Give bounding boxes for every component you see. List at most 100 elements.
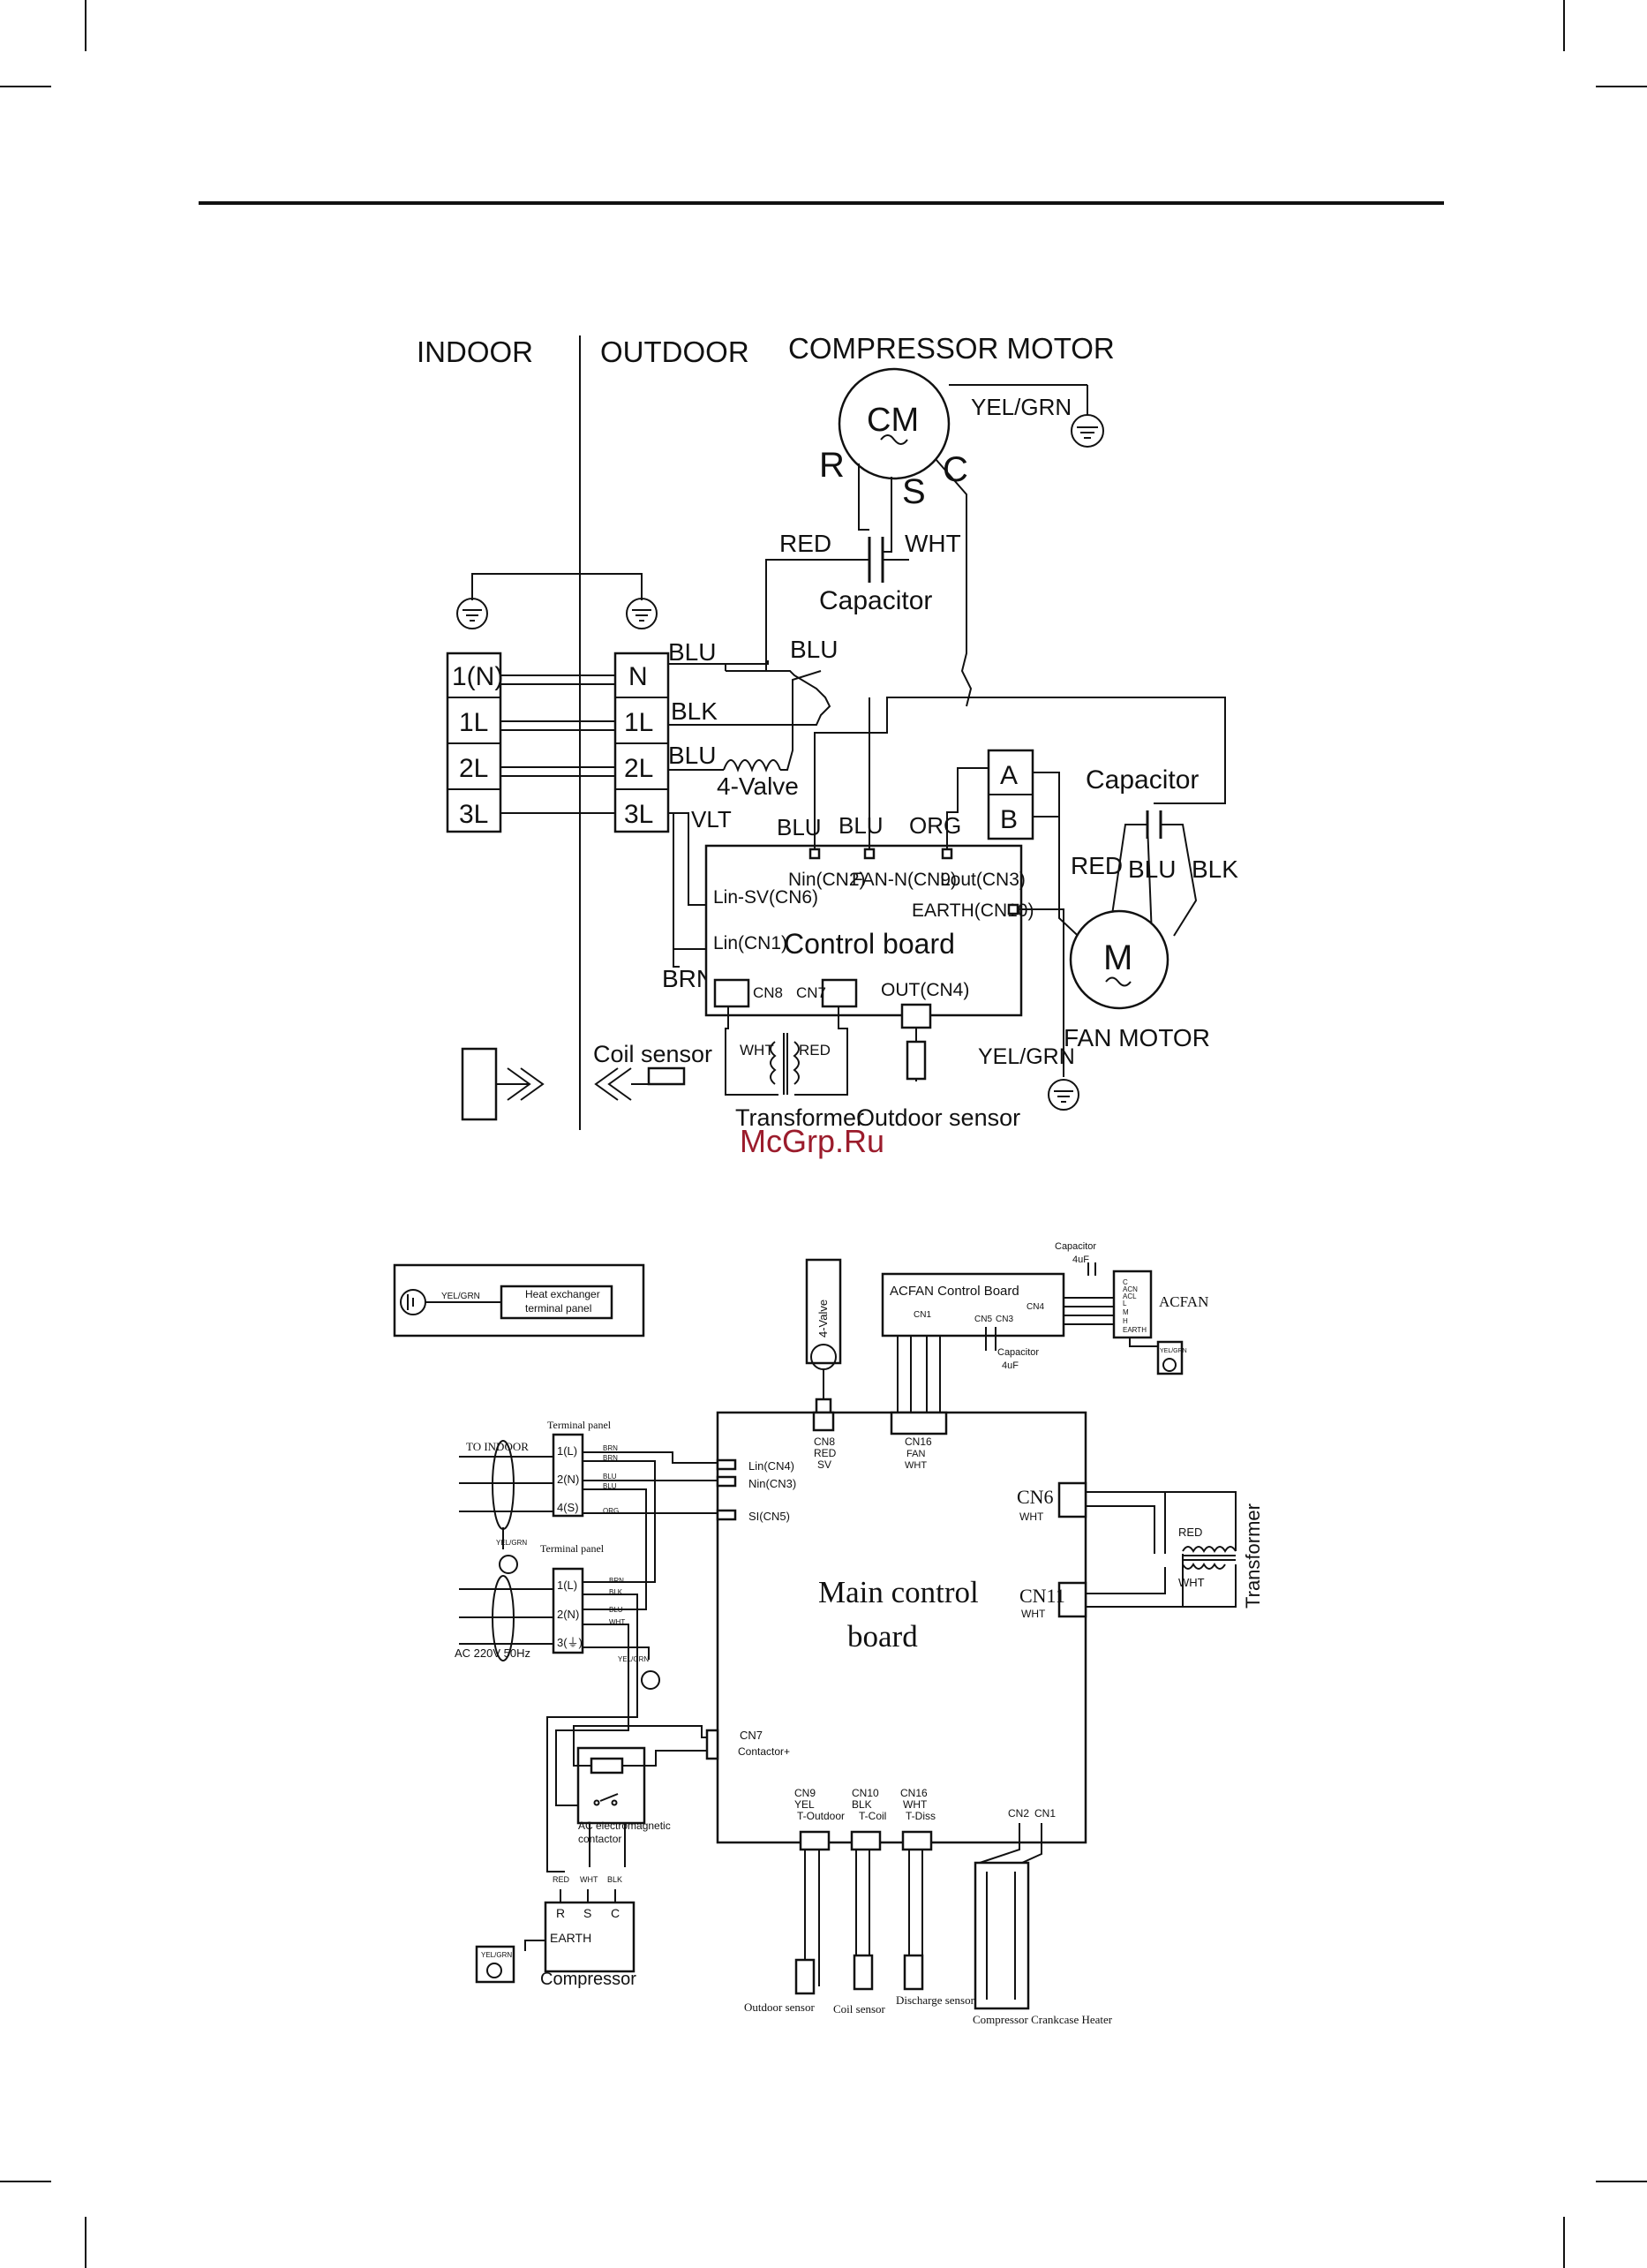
acfan-yelgrn: YEL/GRN xyxy=(1160,1348,1187,1354)
cn9-label: CN9 xyxy=(794,1787,816,1799)
org-label: ORG xyxy=(909,812,961,839)
transformer-red-label: RED xyxy=(799,1042,831,1059)
cn2-label: CN2 xyxy=(1008,1807,1029,1820)
cn9-t-label: T-Outdoor xyxy=(797,1810,845,1822)
crankcase-heater xyxy=(974,1861,1030,2010)
cn8-2-label: CN8 xyxy=(814,1435,835,1448)
blk-label-1: BLK xyxy=(671,697,718,725)
blu-label-3: BLU xyxy=(668,742,716,769)
watermark: McGrp.Ru xyxy=(740,1123,884,1159)
lin-sv-cn6-label: Lin-SV(CN6) xyxy=(713,887,818,908)
compressor-motor-symbol xyxy=(838,367,951,480)
main-control-board xyxy=(716,1411,1087,1844)
nin-cn3-label: Nin(CN3) xyxy=(748,1477,796,1490)
fan-capacitor-label: Capacitor xyxy=(1086,765,1199,795)
acfan-pin-m: M xyxy=(1123,1308,1129,1316)
tp2-color-blk: BLK xyxy=(609,1588,623,1596)
main-board-label-1: Main control xyxy=(818,1575,979,1609)
acfan-cn3-label: CN3 xyxy=(996,1315,1013,1324)
acfan-pin-acn: ACN xyxy=(1123,1285,1138,1293)
acfan-pin-earth: EARTH xyxy=(1123,1326,1147,1334)
transformer-label: Transformer xyxy=(735,1104,864,1131)
four-valve-2-label: 4-Valve xyxy=(816,1300,830,1337)
outdoor-terminal-block: N 1L 2L 3L xyxy=(613,652,670,833)
outdoor-terminal-n: N xyxy=(628,662,648,691)
coil-sensor-2-label: Coil sensor xyxy=(833,2002,886,2016)
indoor-unit-block xyxy=(461,1047,498,1121)
cn8-sv-label: SV xyxy=(817,1458,831,1471)
legend-line-1: Heat exchanger xyxy=(525,1288,600,1300)
tp1-color-brn-1: BRN xyxy=(603,1444,618,1452)
cn7-2-label: CN7 xyxy=(740,1729,763,1742)
cn11-wht-label: WHT xyxy=(1021,1608,1046,1620)
acfan-cn5-label: CN5 xyxy=(974,1315,992,1324)
outdoor-sensor-2-label: Outdoor sensor xyxy=(744,2001,815,2014)
main-board-label-2: board xyxy=(847,1619,918,1654)
terminal-panel-2-label: Terminal panel xyxy=(540,1542,605,1555)
acfan-motor-block xyxy=(1112,1270,1153,1339)
yel-grn-bottom-label: YEL/GRN xyxy=(978,1044,1075,1069)
terminal-panel-1-label: Terminal panel xyxy=(547,1419,612,1431)
crankcase-heater-label: Compressor Crankcase Heater xyxy=(973,2013,1113,2026)
acfan-capacitor-label: Capacitor xyxy=(1055,1241,1096,1252)
yel-grn-top-label: YEL/GRN xyxy=(971,394,1072,420)
ground-icon xyxy=(626,598,658,629)
terminal-panel-1 xyxy=(552,1433,584,1518)
tp2-term-1l: 1(L) xyxy=(557,1579,577,1592)
outdoor-sensor-probe xyxy=(906,1040,927,1081)
outdoor-heading: OUTDOOR xyxy=(600,335,749,368)
transformer-wht-label: WHT xyxy=(740,1042,774,1059)
cn7-label: CN7 xyxy=(796,984,826,1001)
wiring-diagram-top: INDOOR OUTDOOR COMPRESSOR MOTOR CM YEL/G… xyxy=(417,332,1238,1131)
transformer-2-red: RED xyxy=(1178,1526,1202,1539)
cn1-label: CN1 xyxy=(1034,1807,1056,1820)
compressor-motor-heading: COMPRESSOR MOTOR xyxy=(788,332,1115,365)
ac-contactor xyxy=(576,1746,646,1825)
cn6-wht-label: WHT xyxy=(1019,1511,1044,1523)
cn8-label: CN8 xyxy=(753,984,783,1001)
control-board-label: Control board xyxy=(784,928,955,960)
contactor-label-2: contactor xyxy=(578,1833,621,1845)
fan-motor-label: FAN MOTOR xyxy=(1064,1024,1210,1051)
acfan-cap-val: 4uF xyxy=(1072,1255,1089,1265)
discharge-sensor-label: Discharge sensor xyxy=(896,1993,975,2007)
wiring-diagram-bottom: YEL/GRN Heat exchanger terminal panel 4-… xyxy=(393,1241,1264,2026)
tp2-color-blu: BLU xyxy=(609,1606,623,1614)
lin-cn1-label: Lin(CN1) xyxy=(713,933,787,953)
acfan-pin-acl: ACL xyxy=(1123,1292,1137,1300)
cn11-label: CN11 xyxy=(1019,1585,1065,1607)
comp-s-label: S xyxy=(583,1906,591,1920)
yelgrn-2-label: YEL/GRN xyxy=(618,1655,649,1663)
cn16b-t-label: T-Diss xyxy=(906,1810,936,1822)
fan-motor-m-label: M xyxy=(1103,938,1132,977)
legend-line-2: terminal panel xyxy=(525,1302,591,1315)
fan-blk-label: BLK xyxy=(1192,855,1238,883)
ground-icon xyxy=(1071,414,1104,448)
outdoor-terminal-2l: 2L xyxy=(624,754,653,783)
cn10-label: CN10 xyxy=(852,1787,879,1799)
cn10-t-label: T-Coil xyxy=(859,1810,886,1822)
acfan-pin-c: C xyxy=(1123,1278,1128,1286)
terminal-r-label: R xyxy=(819,446,845,485)
lin-cn4-label: Lin(CN4) xyxy=(748,1459,794,1473)
outdoor-terminal-1l: 1L xyxy=(624,708,653,737)
transformer-2-wht: WHT xyxy=(1178,1576,1205,1589)
cap-wht-label: WHT xyxy=(905,530,961,557)
earth-cn10-label: EARTH(CN10) xyxy=(912,900,1034,921)
cn16-wht-label: WHT xyxy=(905,1460,927,1471)
comp-red-label: RED xyxy=(553,1875,570,1884)
nin-cn2-label: Nin(CN2) xyxy=(788,870,866,890)
legend-yelgrn: YEL/GRN xyxy=(441,1292,480,1301)
si-cn5-label: SI(CN5) xyxy=(748,1510,790,1523)
acfan-pin-l: L xyxy=(1123,1300,1127,1307)
yelgrn-1-label: YEL/GRN xyxy=(496,1539,527,1547)
cn6-label: CN6 xyxy=(1017,1486,1054,1508)
blu-label-4: BLU xyxy=(777,814,822,840)
cn10-blk-label: BLK xyxy=(852,1798,872,1811)
tp1-color-blu-2: BLU xyxy=(603,1482,617,1490)
cn16b-label: CN16 xyxy=(900,1787,928,1799)
tp1-color-blu-1: BLU xyxy=(603,1473,617,1481)
terminal-c-label: C xyxy=(943,450,968,489)
